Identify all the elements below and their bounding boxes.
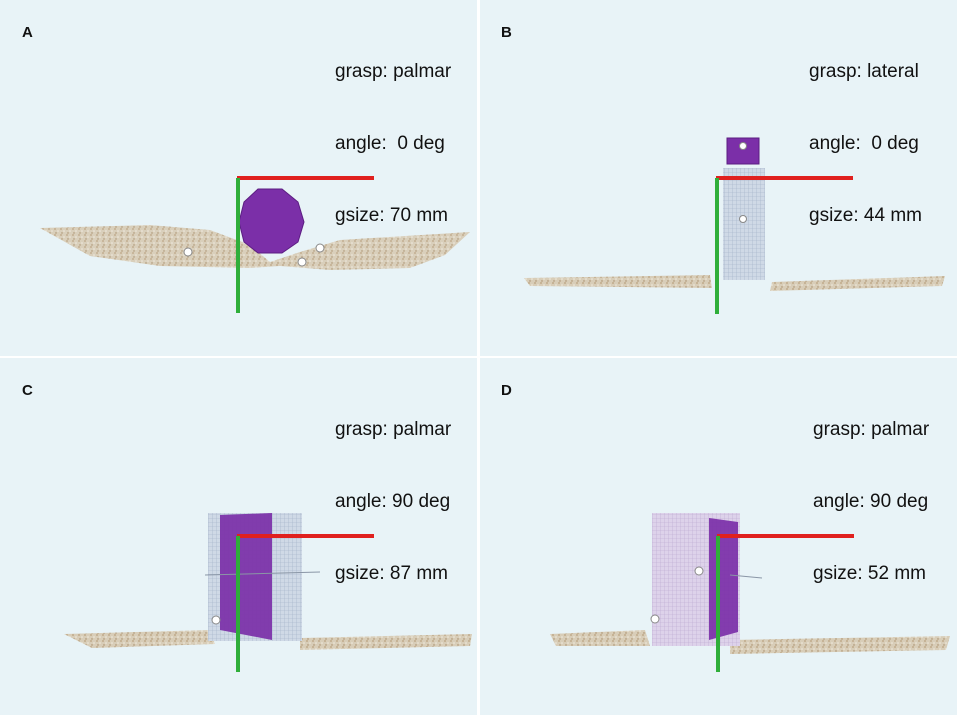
grasp-angle: angle: 90 deg: [335, 491, 451, 512]
panel-a: A grasp: palmar angle: 0 deg gsize: 70 m…: [0, 0, 477, 356]
object-edge: [729, 574, 763, 579]
grasp-angle: angle: 0 deg: [335, 133, 445, 154]
point-cloud: [550, 630, 650, 646]
panel-letter: B: [501, 24, 512, 41]
contact-point: [297, 257, 307, 267]
point-cloud: [64, 630, 215, 648]
grasp-angle: angle: 90 deg: [813, 491, 929, 512]
grasp-info: grasp: lateral angle: 0 deg gsize: 44 mm: [809, 12, 922, 276]
grasp-type: grasp: lateral: [809, 61, 919, 82]
grasp-size: gsize: 70 mm: [335, 205, 448, 226]
grasp-info: grasp: palmar angle: 0 deg gsize: 70 mm: [335, 12, 451, 276]
contact-point: [315, 243, 325, 253]
panel-letter: A: [22, 24, 33, 41]
grasp-size: gsize: 44 mm: [809, 205, 922, 226]
contact-point: [694, 566, 704, 576]
panel-letter: D: [501, 382, 512, 399]
scene-render: [40, 176, 470, 313]
grasp-size: gsize: 87 mm: [335, 563, 448, 584]
panel-letter: C: [22, 382, 33, 399]
grasp-type: grasp: palmar: [335, 61, 452, 82]
contact-point: [739, 142, 747, 150]
point-cloud: [524, 275, 712, 288]
grasp-size: gsize: 52 mm: [813, 563, 926, 584]
grasp-info: grasp: palmar angle: 90 deg gsize: 87 mm: [335, 370, 451, 634]
grasp-shape: [220, 513, 272, 640]
object-mesh: [723, 168, 765, 280]
point-cloud: [770, 276, 945, 291]
panel-d: D grasp: palmar angle: 90 deg gsize: 52 …: [480, 358, 957, 715]
grasp-shape: [238, 188, 305, 254]
contact-point: [650, 614, 660, 624]
point-cloud: [730, 636, 950, 654]
contact-point: [183, 247, 193, 257]
grasp-type: grasp: palmar: [335, 419, 452, 440]
scene-render: [524, 137, 945, 314]
object-edge: [204, 571, 321, 576]
grasp-info: grasp: palmar angle: 90 deg gsize: 52 mm: [813, 370, 929, 634]
grasp-type: grasp: palmar: [813, 419, 930, 440]
point-cloud: [300, 634, 472, 650]
panel-c: C grasp: palmar angle: 90 deg gsize: 87 …: [0, 358, 477, 715]
scene-render: [64, 513, 472, 672]
panel-b: B grasp: lateral angle: 0 deg gsize: 44 …: [480, 0, 957, 356]
contact-point: [739, 215, 747, 223]
grasp-angle: angle: 0 deg: [809, 133, 919, 154]
contact-point: [211, 615, 221, 625]
scene-render: [550, 513, 950, 672]
point-cloud: [40, 225, 470, 270]
grasp-shape: [726, 137, 760, 165]
